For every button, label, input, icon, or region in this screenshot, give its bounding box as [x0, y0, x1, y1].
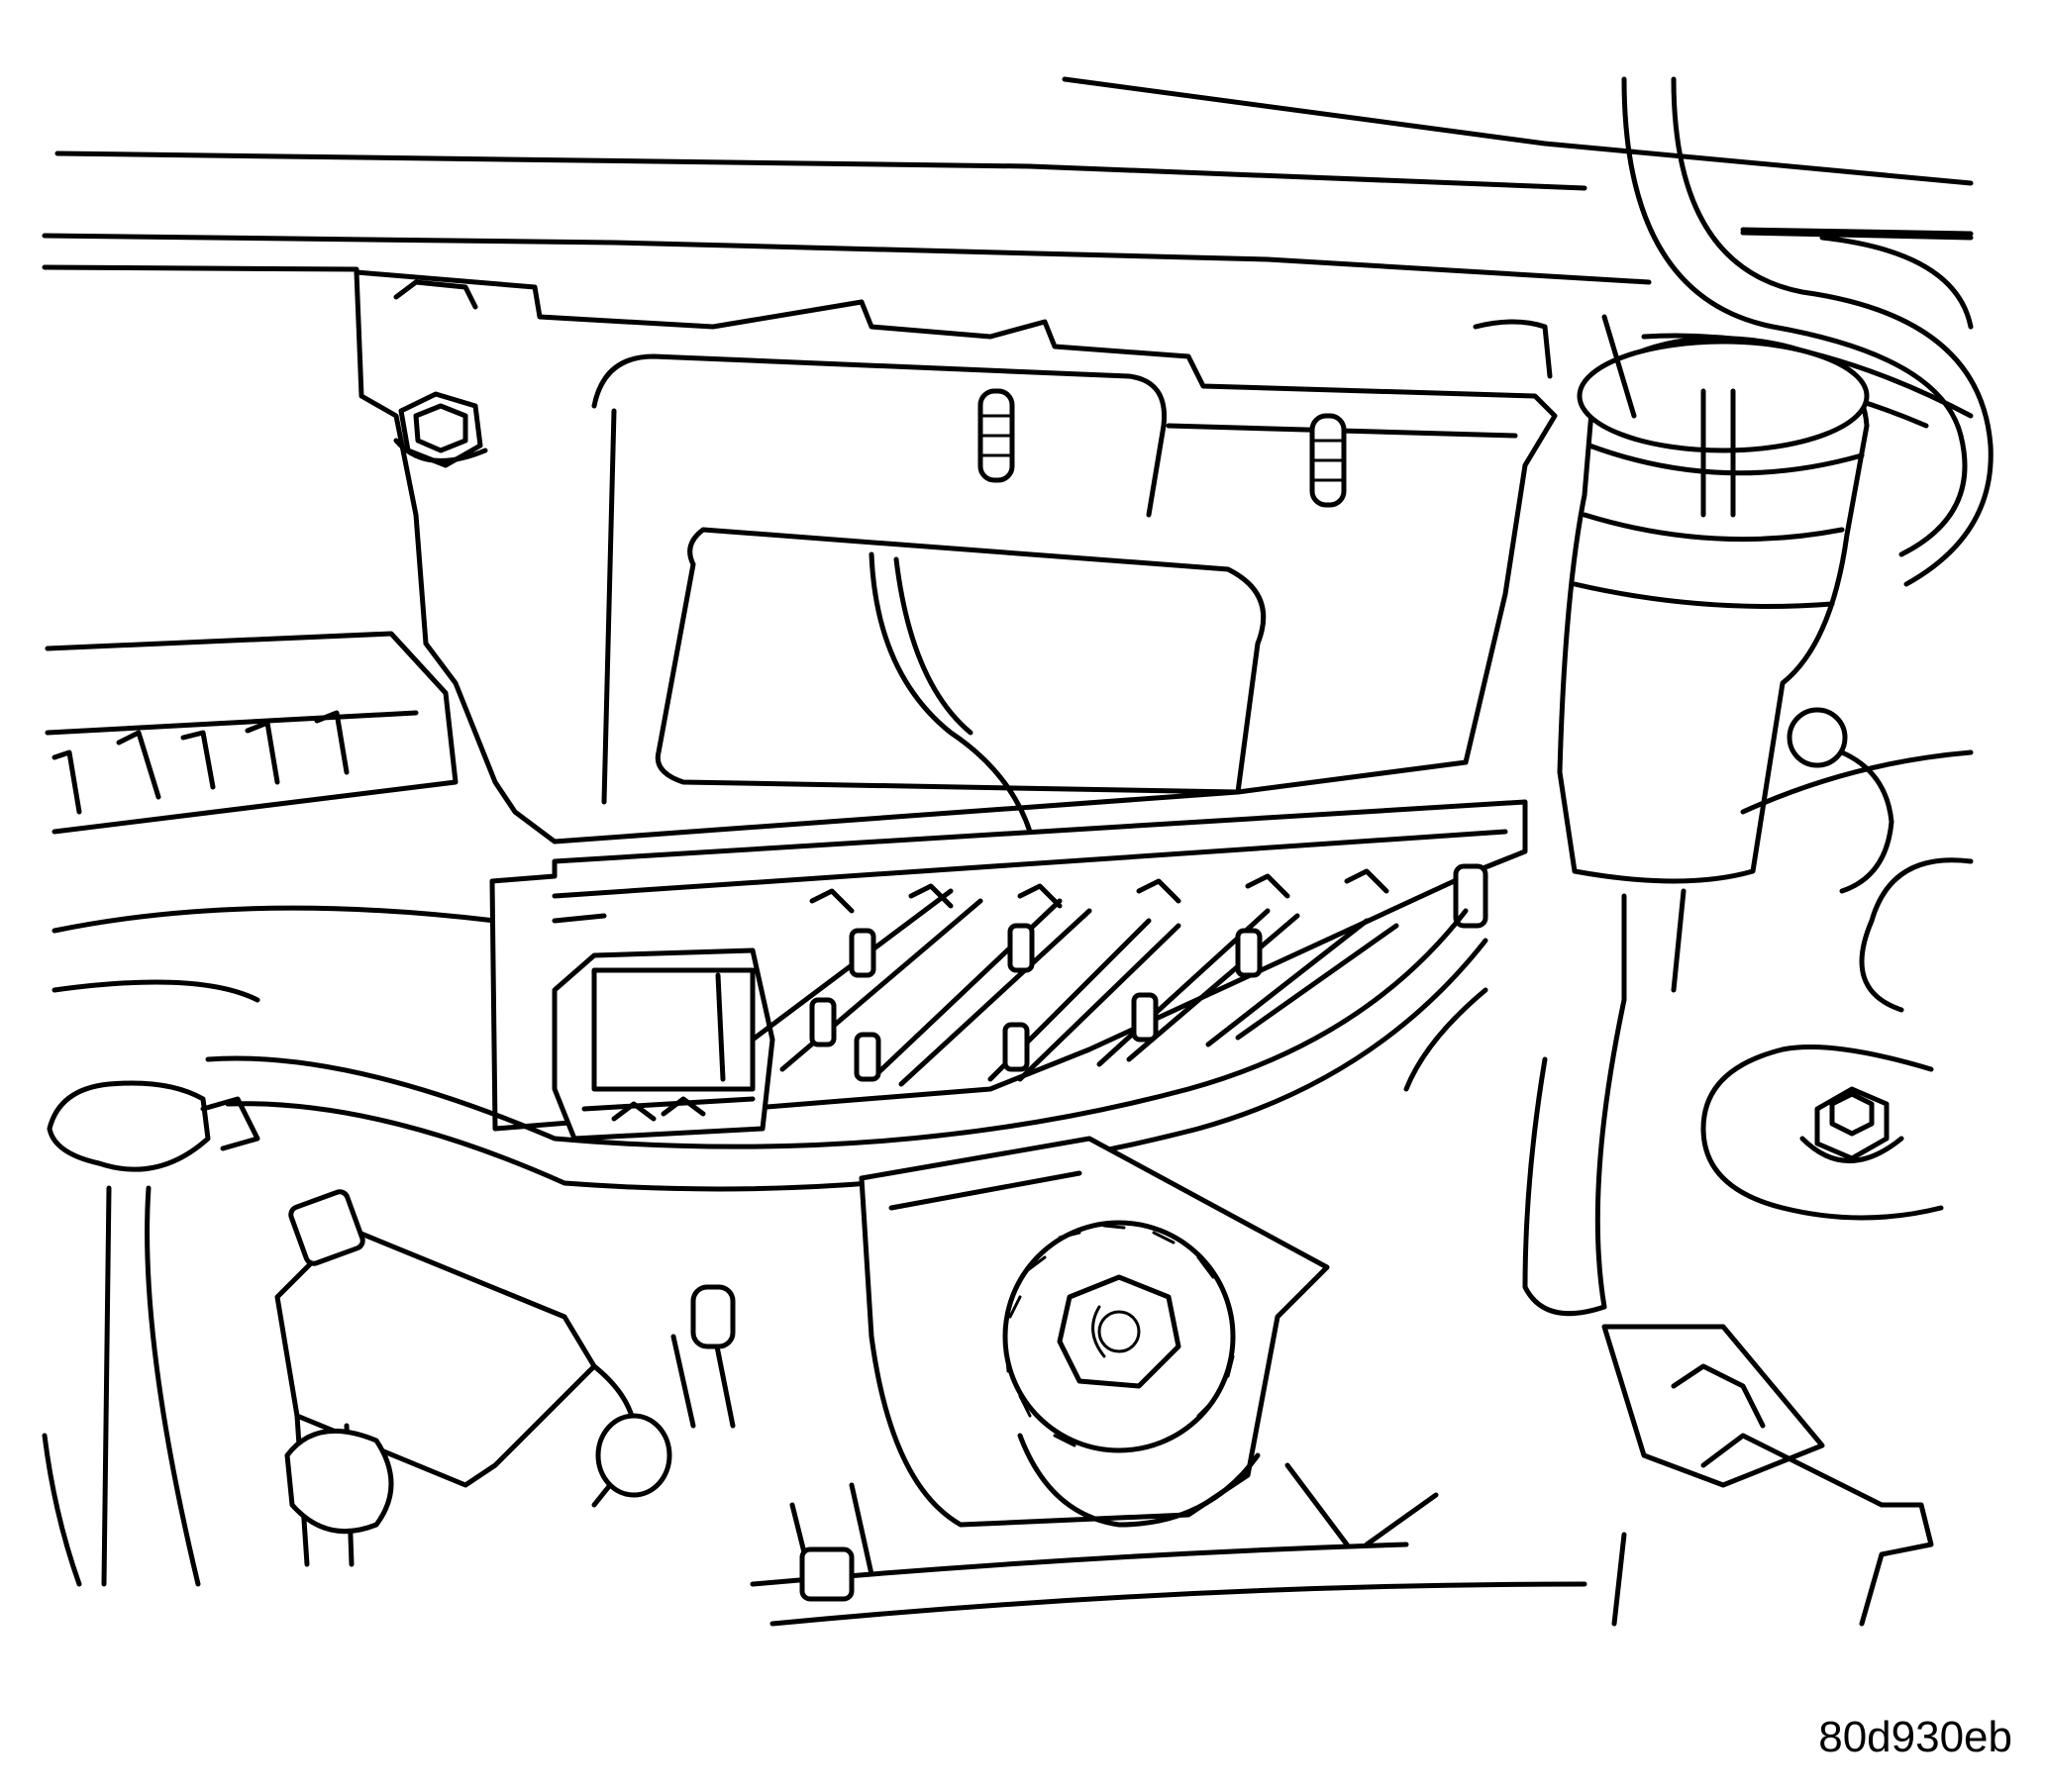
right-hose — [1403, 76, 1994, 1317]
left-fender-vent — [45, 631, 498, 1003]
figure-id-label: 80d930eb — [1818, 1713, 2012, 1761]
fluid-reservoir — [1473, 314, 1894, 1003]
bottom-right-connector — [1601, 1324, 1934, 1627]
body-panel-lines — [42, 76, 1974, 429]
lower-fittings — [42, 1185, 736, 1587]
bottom-edge-lines — [750, 1462, 1587, 1627]
connector-module — [489, 799, 1528, 1142]
wiring-harness — [47, 908, 1488, 1192]
module-bracket — [354, 269, 1558, 845]
filler-cap — [859, 1136, 1330, 1528]
strut-tower — [1700, 749, 1974, 1221]
